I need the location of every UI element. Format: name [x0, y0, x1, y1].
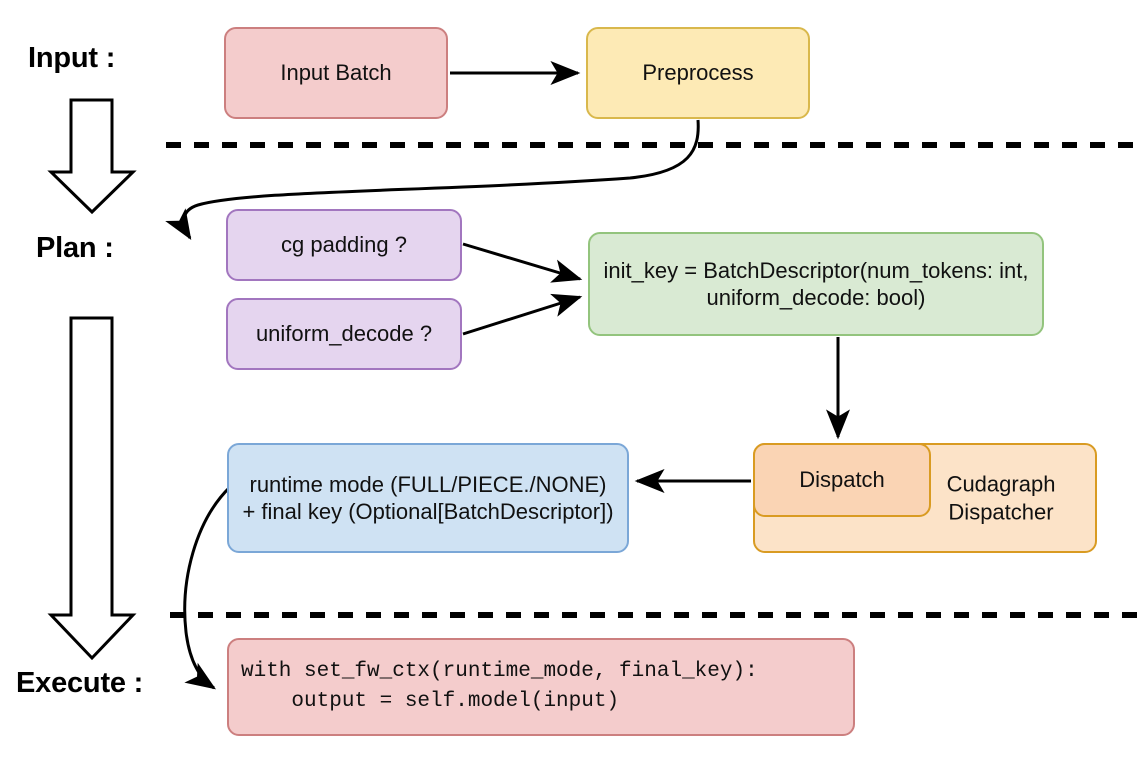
stage-label-plan: Plan :: [36, 232, 114, 264]
node-dispatch[interactable]: Dispatch: [753, 443, 931, 517]
node-cg-padding[interactable]: cg padding ?: [226, 209, 462, 281]
node-input-batch[interactable]: Input Batch: [224, 27, 448, 119]
arrow-preprocess-to-cg-padding: [165, 119, 700, 241]
node-uniform-decode[interactable]: uniform_decode ?: [226, 298, 462, 370]
arrow-uniform-decode-to-init-key: [462, 293, 583, 336]
arrow-runtime-mode-to-execute: [183, 485, 232, 690]
node-execute-code[interactable]: with set_fw_ctx(runtime_mode, final_key)…: [227, 638, 855, 736]
arrow-cg-padding-to-init-key: [462, 242, 583, 283]
node-init-key[interactable]: init_key = BatchDescriptor(num_tokens: i…: [588, 232, 1044, 336]
stage-arrow-plan-to-execute: [47, 316, 137, 661]
node-runtime-mode[interactable]: runtime mode (FULL/PIECE./NONE) + final …: [227, 443, 629, 553]
node-cudagraph-dispatcher-label: Cudagraph Dispatcher: [946, 471, 1056, 525]
node-preprocess[interactable]: Preprocess: [586, 27, 810, 119]
stage-arrow-input-to-plan: [47, 98, 137, 215]
stage-label-execute: Execute :: [16, 667, 144, 699]
stage-label-input: Input :: [28, 42, 116, 74]
